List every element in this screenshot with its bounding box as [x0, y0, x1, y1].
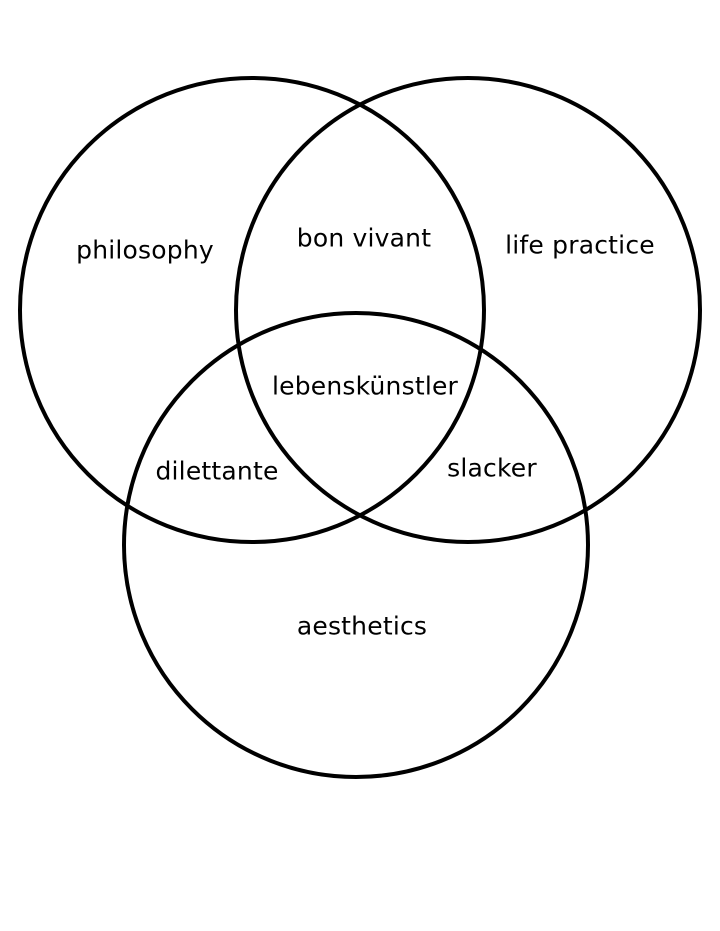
lebenskunstler-label: lebenskünstler [271, 371, 459, 401]
life-practice-circle [234, 76, 702, 544]
life-practice-label: life practice [505, 230, 655, 260]
aesthetics-label: aesthetics [296, 611, 428, 641]
dilettante-label: dilettante [155, 456, 279, 486]
slacker-label: slacker [447, 453, 537, 483]
philosophy-label: philosophy [76, 235, 214, 265]
aesthetics-circle [122, 311, 590, 779]
bon-vivant-label: bon vivant [296, 223, 432, 253]
philosophy-circle [18, 76, 486, 544]
